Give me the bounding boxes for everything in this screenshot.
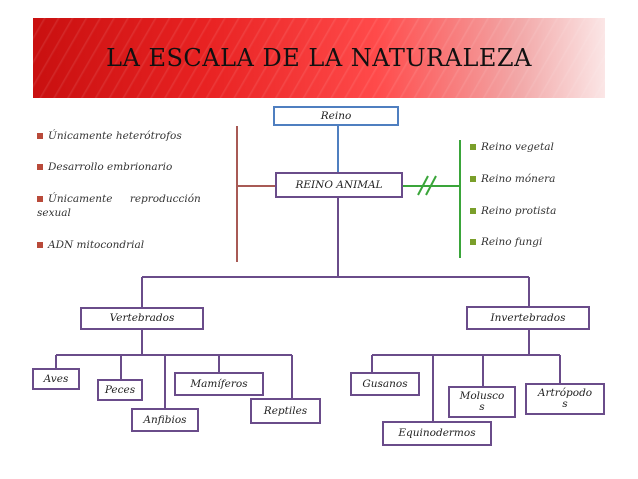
node-mamiferos: Mamíferos [174,372,264,396]
node-reino-label: Reino [320,109,352,122]
node-vertebrados-label: Vertebrados [109,312,175,324]
node-moluscos-label-line1: Molusco [459,390,505,402]
list-item-label: Reino fungi [481,236,543,248]
green-square-icon [470,144,476,150]
node-invertebrados-label: Invertebrados [490,311,566,324]
green-square-icon [470,176,476,182]
list-item-continuation: sexual [37,207,71,219]
list-item-label: Desarrollo embrionario [48,161,173,173]
node-aves: Aves [32,368,80,390]
node-gusanos-label: Gusanos [362,377,408,390]
node-reino: Reino [273,106,399,126]
list-item: Reino fungi [470,236,542,248]
node-peces-label: Peces [104,383,136,396]
node-reptiles: Reptiles [250,398,321,424]
node-reptiles-label: Reptiles [263,404,308,417]
list-item: Desarrollo embrionario [37,161,172,173]
connector-break-mark-2 [425,175,437,196]
list-item-label: Reino protista [481,205,557,217]
red-square-icon [37,164,43,170]
node-peces: Peces [97,379,143,401]
node-aves-label: Aves [43,372,69,385]
node-moluscos-label-line2: s [479,401,485,413]
node-anfibios: Anfibios [131,408,199,432]
node-vertebrados: Vertebrados [80,307,204,330]
list-item: Reino vegetal [470,141,554,153]
list-item-label: Reino vegetal [481,141,554,153]
red-square-icon [37,133,43,139]
node-mamiferos-label: Mamíferos [190,377,248,390]
list-item-label: sexual [37,207,71,219]
green-square-icon [470,208,476,214]
node-equinodermos: Equinodermos [382,421,492,446]
node-artropodos-label-line1: Artrópodo [537,387,593,399]
title-banner [33,18,605,98]
node-reino-animal-label: REINO ANIMAL [295,178,383,191]
list-item-label: Únicamente heterótrofos [48,130,182,142]
connector-break-mark-1 [417,175,429,196]
node-gusanos: Gusanos [350,372,420,396]
page-title: LA ESCALA DE LA NATURALEZA [106,44,532,72]
list-item: Únicamente heterótrofos [37,130,182,142]
list-item-label: ADN mitocondrial [48,239,145,251]
node-anfibios-label: Anfibios [143,413,187,426]
node-artropodos-label-line2: s [562,398,568,410]
list-item-label: Únicamente reproducción [48,193,201,205]
green-square-icon [470,239,476,245]
node-equinodermos-label: Equinodermos [398,427,476,439]
red-square-icon [37,242,43,248]
list-item: ADN mitocondrial [37,239,144,251]
list-item: Únicamente reproducción [37,193,201,205]
list-item: Reino mónera [470,173,555,185]
red-square-icon [37,196,43,202]
node-reino-animal: REINO ANIMAL [275,172,403,198]
node-invertebrados: Invertebrados [466,306,590,330]
list-item: Reino protista [470,205,556,217]
list-item-label: Reino mónera [481,173,556,185]
